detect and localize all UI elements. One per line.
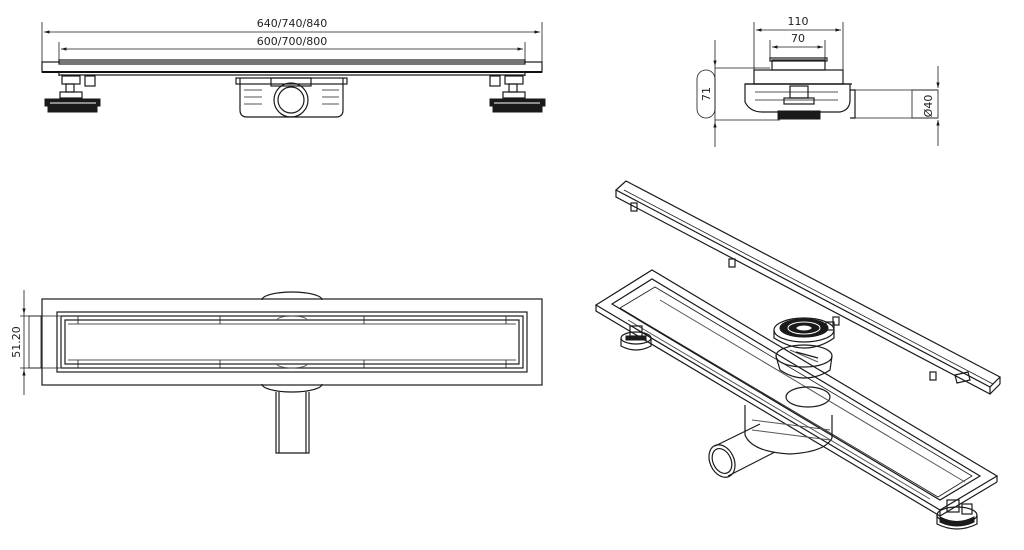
width-outer-label: 110 <box>788 15 809 28</box>
outer-length-label: 640/740/840 <box>257 17 327 30</box>
right-adjustable-foot <box>489 75 546 113</box>
grate-height-label: 51.20 <box>10 326 23 358</box>
left-iso-foot <box>620 325 652 351</box>
front-elevation-view: 640/740/840 600/700/800 <box>41 17 546 118</box>
isometric-exploded-view <box>594 180 1002 530</box>
outlet-pipe-iso <box>708 444 736 478</box>
left-adjustable-foot <box>44 75 101 113</box>
outlet-bowl <box>708 386 833 478</box>
grate-cover <box>614 180 1002 395</box>
inner-length-label: 600/700/800 <box>257 35 327 48</box>
outlet-pipe-front <box>273 82 309 118</box>
side-elevation-view: 110 70 71 Ø40 <box>696 15 940 147</box>
plan-view: 51.20 <box>10 290 543 454</box>
height-label: 71 <box>700 87 713 101</box>
width-inner-label: 70 <box>791 32 805 45</box>
right-iso-foot <box>936 499 978 530</box>
outlet-pipe-plan <box>275 392 310 454</box>
channel-body <box>594 269 999 518</box>
strainer-trap <box>773 317 835 379</box>
outlet-diameter-label: Ø40 <box>922 95 935 118</box>
